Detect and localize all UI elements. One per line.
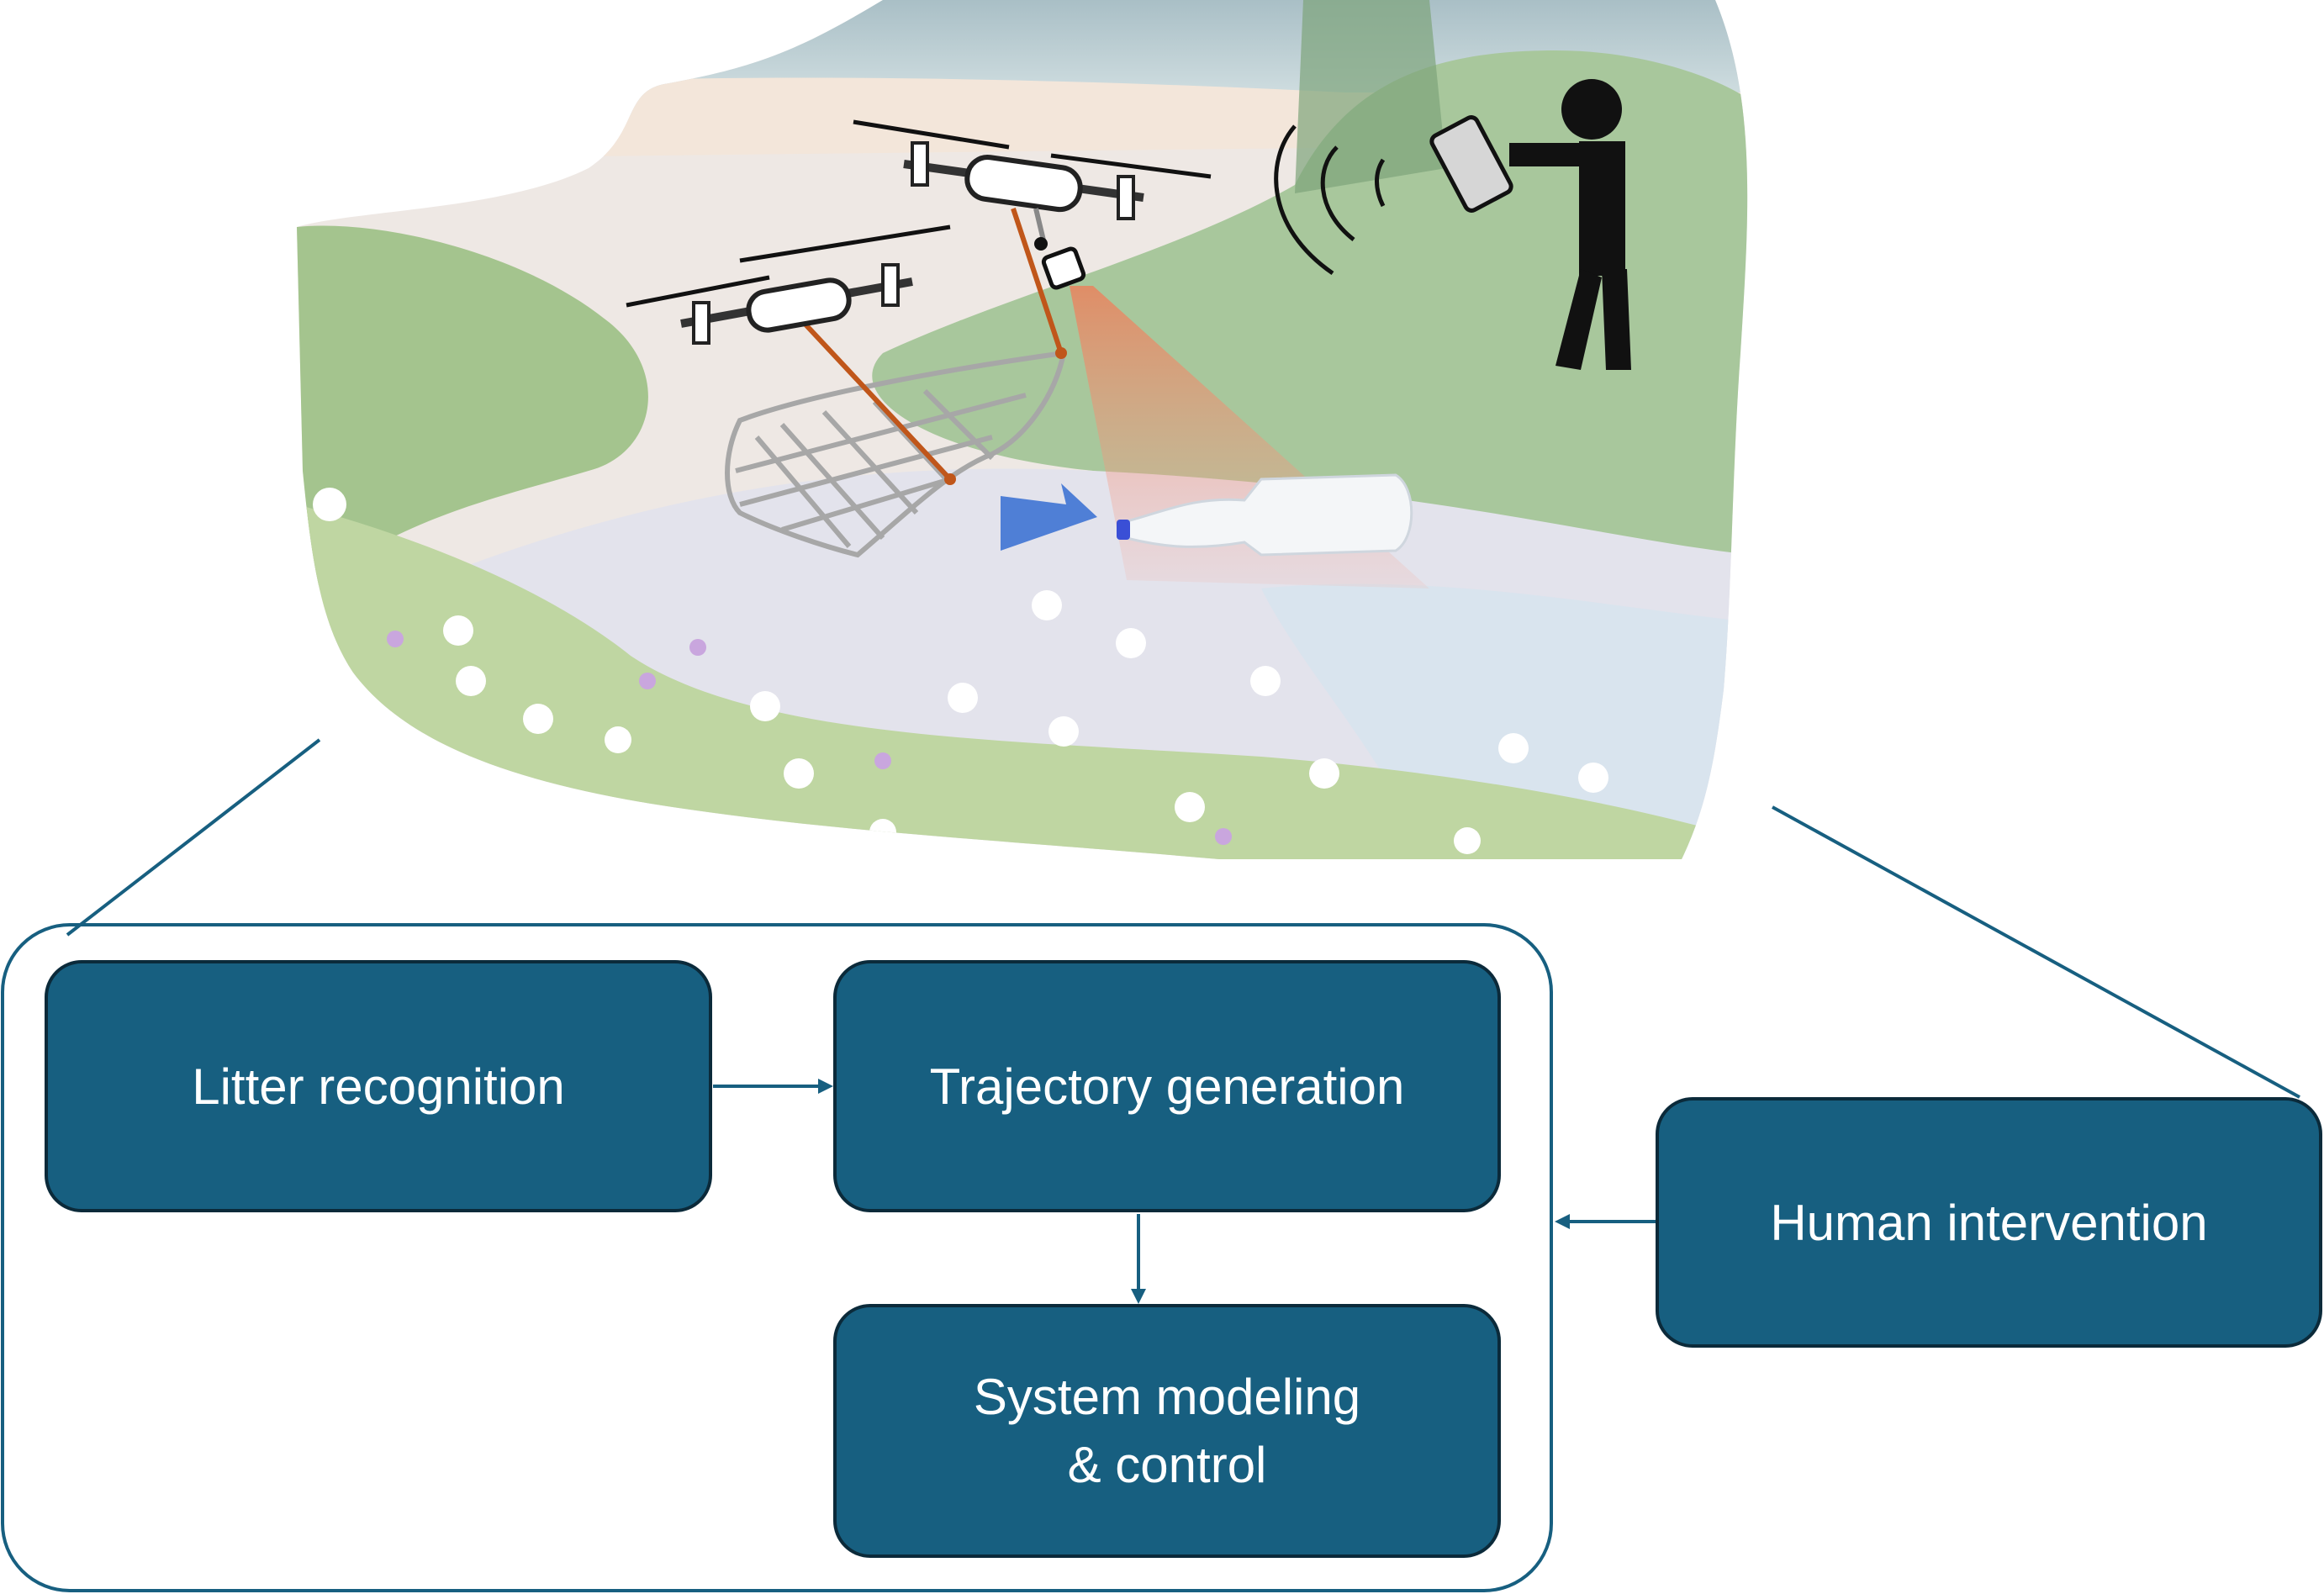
flowers (313, 488, 1608, 854)
node-label: Litter recognition (192, 1058, 565, 1115)
plastic-bottle (1117, 473, 1413, 557)
operator (1429, 79, 1631, 370)
arrow-litter-to-trajectory (713, 1079, 833, 1094)
node-label: Human intervention (1770, 1194, 2208, 1251)
tether-anchor-1 (944, 473, 956, 485)
node-system-modeling-control: System modeling & control (833, 1304, 1501, 1558)
right-hill (872, 50, 1748, 555)
purple-flowers (387, 631, 1232, 845)
node-trajectory-generation: Trajectory generation (833, 960, 1501, 1212)
node-label: System modeling & control (973, 1369, 1361, 1493)
tether-anchor-2 (1055, 347, 1067, 359)
drone-2 (853, 119, 1212, 290)
callout-line-left (66, 738, 321, 937)
left-hill (297, 225, 648, 605)
wireless-signal-icon (1274, 124, 1386, 276)
node-litter-recognition: Litter recognition (45, 960, 712, 1212)
foreground-bank (297, 504, 1748, 859)
push-arrow (1001, 483, 1097, 551)
tether-line-1 (792, 310, 953, 482)
node-label: Trajectory generation (929, 1058, 1405, 1115)
tree-line (1295, 0, 1446, 193)
callout-line-right (1772, 805, 2300, 1099)
tether-line-2 (1011, 208, 1064, 354)
water-reflection (1261, 583, 1748, 859)
operator-head (1561, 79, 1622, 140)
arrow-human-to-group (1555, 1214, 1656, 1229)
autonomous-system-group (1, 923, 1553, 1592)
tablet-icon (1429, 115, 1513, 213)
camera (1041, 246, 1086, 290)
arrow-trajectory-to-system (1131, 1214, 1146, 1304)
scene-illustration (297, 0, 1748, 859)
node-human-intervention: Human intervention (1656, 1097, 2322, 1348)
drone-1 (626, 224, 951, 345)
capture-net (725, 350, 1067, 558)
